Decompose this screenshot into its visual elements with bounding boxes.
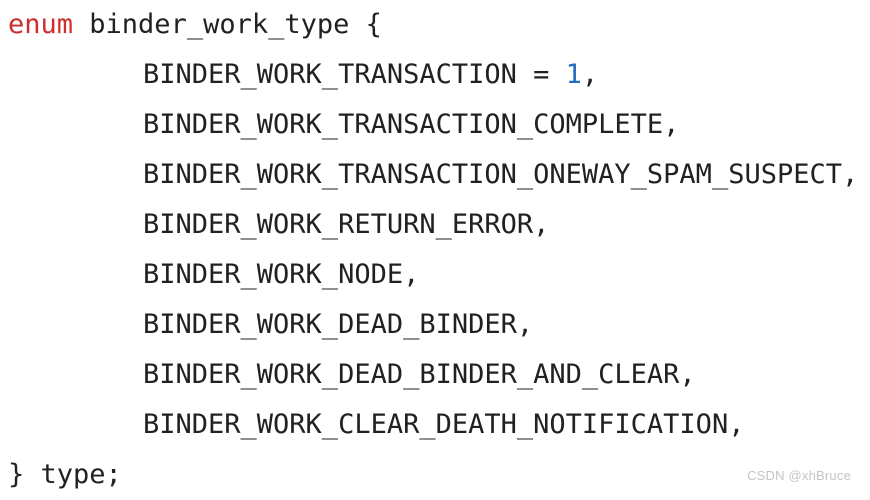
code-token-plain: BINDER_WORK_CLEAR_DEATH_NOTIFICATION, <box>143 409 745 440</box>
code-token-plain: BINDER_WORK_RETURN_ERROR, <box>143 209 550 240</box>
code-token-plain: } type; <box>8 459 122 490</box>
code-token-plain: BINDER_WORK_TRANSACTION_COMPLETE, <box>143 109 680 140</box>
watermark: CSDN @xhBruce <box>747 468 851 483</box>
code-line: BINDER_WORK_TRANSACTION_ONEWAY_SPAM_SUSP… <box>8 150 870 200</box>
code-token-plain: BINDER_WORK_DEAD_BINDER, <box>143 309 534 340</box>
code-token-keyword: enum <box>8 9 74 40</box>
code-line: enum binder_work_type { <box>8 0 870 50</box>
code-token-plain: binder_work_type { <box>73 9 382 40</box>
code-token-plain: , <box>581 59 599 90</box>
code-token-plain: BINDER_WORK_TRANSACTION_ONEWAY_SPAM_SUSP… <box>143 159 859 190</box>
code-line: BINDER_WORK_DEAD_BINDER, <box>8 300 870 350</box>
code-token-plain: BINDER_WORK_NODE, <box>143 259 420 290</box>
code-line: BINDER_WORK_TRANSACTION = 1, <box>8 50 870 100</box>
code-line: } type; <box>8 450 870 500</box>
code-line: BINDER_WORK_RETURN_ERROR, <box>8 200 870 250</box>
code-line: BINDER_WORK_DEAD_BINDER_AND_CLEAR, <box>8 350 870 400</box>
code-line: BINDER_WORK_NODE, <box>8 250 870 300</box>
code-line: BINDER_WORK_CLEAR_DEATH_NOTIFICATION, <box>8 400 870 450</box>
code-line: BINDER_WORK_TRANSACTION_COMPLETE, <box>8 100 870 150</box>
code-token-number: 1 <box>565 59 582 90</box>
code-token-plain: BINDER_WORK_DEAD_BINDER_AND_CLEAR, <box>143 359 696 390</box>
code-token-plain: BINDER_WORK_TRANSACTION = <box>143 59 566 90</box>
